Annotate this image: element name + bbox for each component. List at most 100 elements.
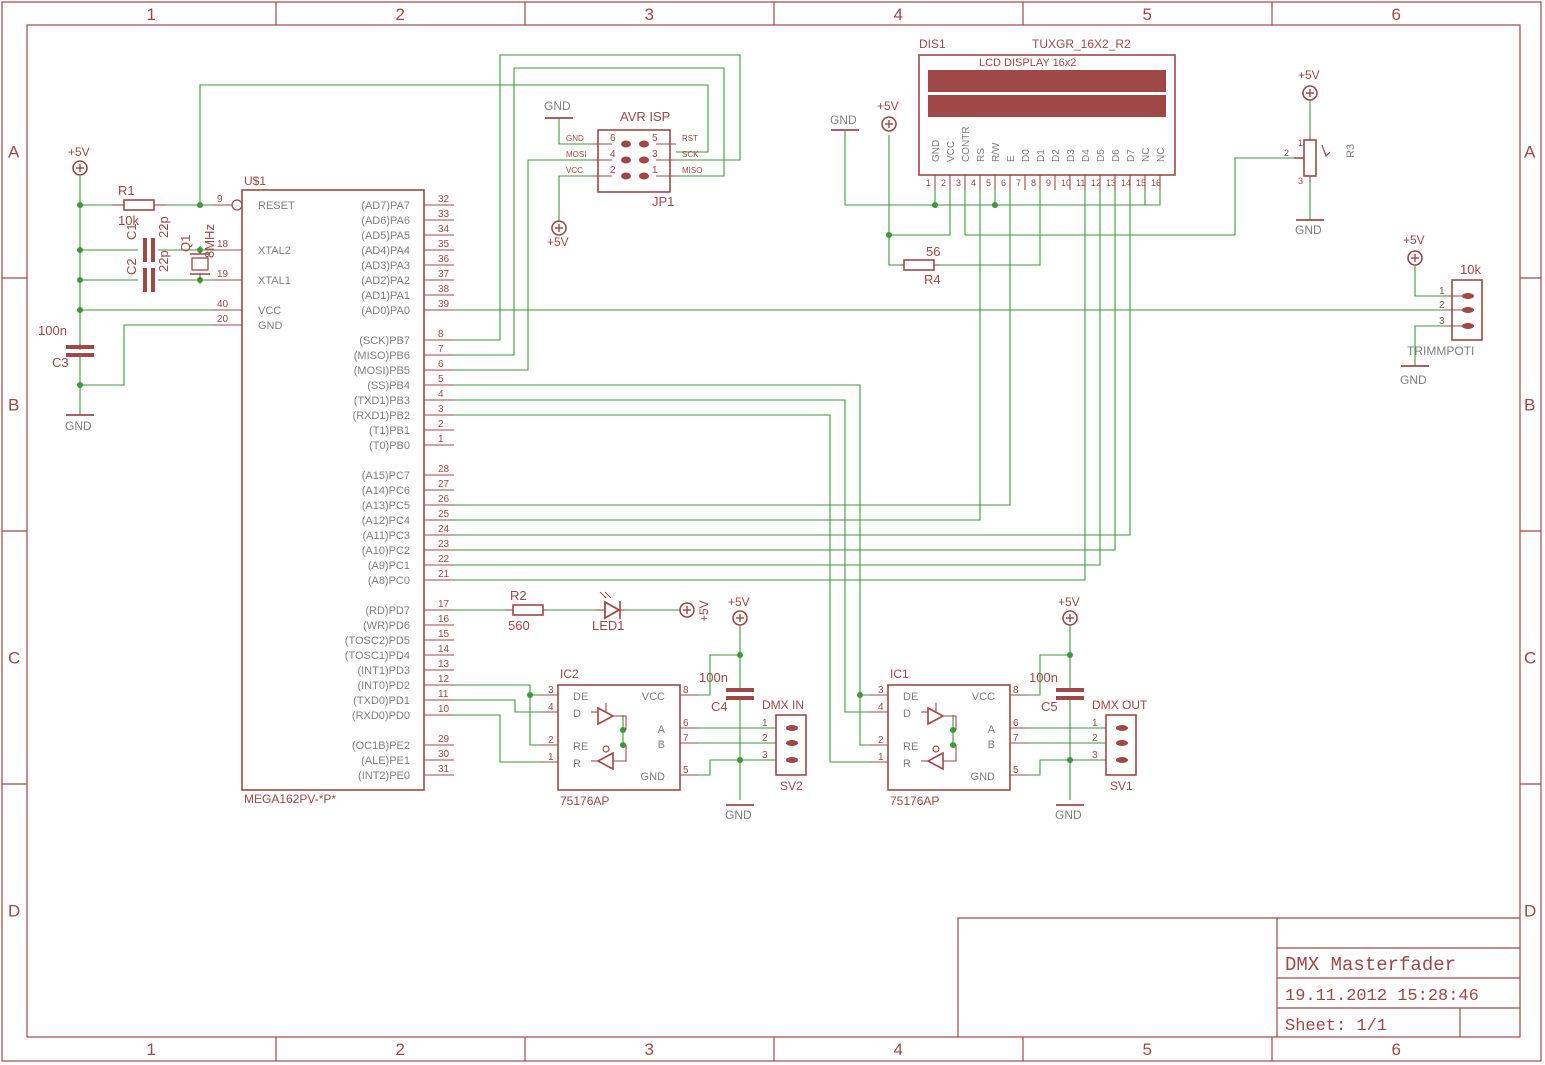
mcu-pin-number: 30 (438, 749, 450, 760)
c5-label: C5 (1041, 699, 1058, 714)
ic-pin-number: 2 (548, 735, 554, 746)
ic-pin-number: 8 (683, 685, 689, 696)
col-marker-top: 3 (645, 5, 654, 24)
mcu-name: U$1 (244, 174, 266, 188)
connector-pin-number: 1 (1092, 718, 1098, 729)
mcu-pin-label: (A12)PC4 (362, 515, 410, 527)
mcu-pin-label: (T1)PB1 (369, 425, 410, 437)
connector-pin (786, 757, 798, 763)
mcu-pin-label: (AD2)PA2 (361, 275, 410, 287)
row-marker-left: D (8, 902, 20, 921)
ic-pin-label: DE (903, 691, 918, 703)
mcu-pin-number: 31 (438, 764, 450, 775)
ic-pin-label: RE (573, 741, 588, 753)
mcu-pin-number: 21 (438, 569, 450, 580)
lcd-pin-label: D7 (1126, 149, 1137, 162)
r2-resistor: R2 560 (505, 588, 547, 633)
ic-pin-label: VCC (642, 691, 665, 703)
col-marker-top: 6 (1392, 5, 1401, 24)
gnd-label: GND (830, 113, 857, 127)
isp-pin (621, 156, 631, 164)
mcu-pin-label: XTAL2 (258, 245, 291, 257)
power-symbols: +5VGND+5VGNDGND+5V+5VGND+5VGND+5V+5VGND+… (65, 68, 1429, 822)
lcd-pin-label: RS (976, 148, 987, 162)
isp-pin-label: VCC (566, 166, 583, 175)
vcc-icon (1302, 85, 1318, 101)
mcu-pin-number: 12 (438, 674, 450, 685)
r4-value: 56 (926, 244, 940, 259)
connector-pin (1116, 757, 1128, 763)
mcu-pin-number: 39 (438, 299, 450, 310)
mcu-pin-label: (MISO)PB6 (354, 350, 410, 362)
r3-pin1: 1 (1298, 138, 1303, 148)
mcu-pin-label: (RD)PD7 (365, 605, 410, 617)
trimmpoti-connector: 10k TRIMMPOTI 123 (1407, 262, 1483, 358)
led1: LED1 (592, 591, 625, 633)
mcu-pin-label: (AD1)PA1 (361, 290, 410, 302)
mcu-pin-label: (AD5)PA5 (361, 230, 410, 242)
mcu-pin-number: 2 (438, 419, 444, 430)
ic-pin-number: 5 (683, 765, 689, 776)
ic-pin-number: 3 (548, 685, 554, 696)
mcu-pin-number: 8 (438, 329, 444, 340)
ic-pin-number: 5 (1013, 765, 1019, 776)
ic-pin-label: B (658, 739, 665, 751)
row-marker-right: B (1524, 396, 1535, 415)
ic-pin-number: 1 (548, 752, 554, 763)
mcu-pin-number: 17 (438, 599, 450, 610)
mcu-pin-label: (INT1)PD3 (357, 665, 410, 677)
isp-pin-number: 3 (652, 149, 658, 160)
mcu-pin-label: (A8)PC0 (368, 575, 410, 587)
mcu-pin-label: (AD7)PA7 (361, 200, 410, 212)
trim-pin (1462, 307, 1474, 313)
lcd-pin-number: 8 (1031, 178, 1036, 188)
vcc-icon (732, 610, 748, 626)
vcc-icon (72, 160, 88, 176)
lcd-pin-number: 9 (1046, 178, 1051, 188)
mcu-pin-number: 6 (438, 359, 444, 370)
mcu-pin-label: (A15)PC7 (362, 470, 410, 482)
c4-label: C4 (711, 699, 728, 714)
mcu-pin-label: (A14)PC6 (362, 485, 410, 497)
r4-label: R4 (924, 272, 941, 287)
mcu-pin-label: (WR)PD6 (363, 620, 410, 632)
mcu-pin-number: 5 (438, 374, 444, 385)
mcu-pin-label: (A11)PC3 (363, 530, 410, 542)
gnd-label: GND (1295, 223, 1322, 237)
ic-value: 75176AP (890, 794, 939, 808)
lcd-pin-number: 5 (986, 178, 991, 188)
connector-title: DMX IN (762, 698, 804, 712)
mcu-pin-label: (RXD1)PB2 (353, 410, 410, 422)
jp1-title: AVR ISP (620, 109, 670, 124)
vcc-icon (1407, 250, 1423, 266)
mcu-pin-label: (A13)PC5 (362, 500, 410, 512)
mcu-pin-number: 20 (217, 314, 229, 325)
sheet-text: Sheet: 1/1 (1285, 1017, 1387, 1036)
mcu-pin-number: 38 (438, 284, 450, 295)
mcu-pin-label: (TXD0)PD1 (353, 695, 410, 707)
connector-pin-number: 2 (762, 733, 768, 744)
vcc-label: +5V (697, 600, 711, 622)
mcu-pin-label: (AD0)PA0 (361, 305, 410, 317)
mcu-pin-number: 36 (438, 254, 450, 265)
r3-pin2: 2 (1284, 148, 1289, 158)
col-marker-bottom: 2 (396, 1040, 405, 1059)
mcu-pin-label: (ALE)PE1 (361, 755, 410, 767)
lcd-pin-label: R/W (991, 142, 1002, 162)
lcd-pin-number: 12 (1091, 178, 1101, 188)
c5-capacitor: 100n C5 (1029, 670, 1084, 714)
isp-pin-number: 4 (610, 149, 616, 160)
ic-pin-number: 7 (1013, 733, 1019, 744)
lcd-pin-label: D4 (1081, 149, 1092, 162)
mcu-pin-number: 19 (217, 269, 229, 280)
isp-pin-number: 1 (652, 165, 658, 176)
connector-pin (786, 740, 798, 746)
row-marker-right: D (1524, 902, 1536, 921)
lcd-pin-number: 11 (1076, 178, 1085, 188)
lcd-value: TUXGR_16X2_R2 (1032, 37, 1131, 51)
c5-value: 100n (1029, 670, 1058, 685)
